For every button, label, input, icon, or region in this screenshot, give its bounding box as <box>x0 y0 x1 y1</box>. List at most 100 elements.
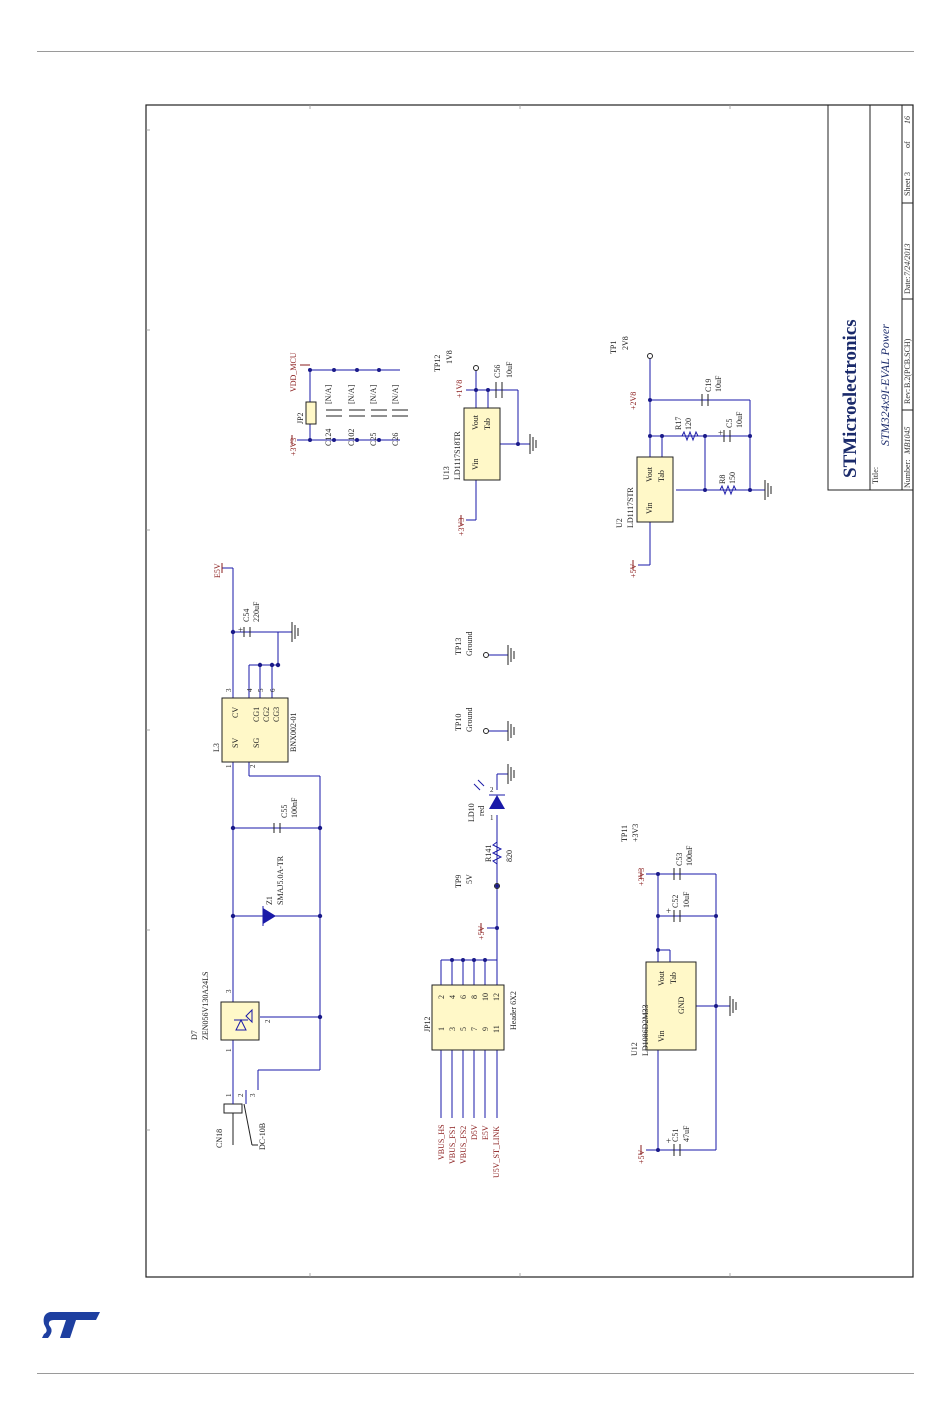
jp12-ref: JP12 <box>423 1016 432 1032</box>
c54-value: 220uF <box>252 601 261 622</box>
l3-pinnum-4: 4 <box>246 688 254 692</box>
jp12-pin-11: 11 <box>492 1025 501 1033</box>
sheet-total: 16 <box>903 116 912 124</box>
l3-ref: L3 <box>212 743 221 752</box>
c54-ref: C54 <box>242 609 251 622</box>
rev-label: Rev: <box>903 389 912 404</box>
u12-pin-tab: Tab <box>669 972 678 984</box>
r8-value: 150 <box>728 472 737 484</box>
cn18-pin2: 2 <box>237 1093 245 1097</box>
c51-ref: C51 <box>671 1129 680 1142</box>
l3-pinnum-6: 6 <box>269 688 277 692</box>
l3-pinnum-3: 3 <box>225 688 233 692</box>
l3-pinnum-1: 1 <box>225 764 233 768</box>
svg-text:+: + <box>238 625 243 635</box>
r17-ref: R17 <box>674 417 683 430</box>
signal-u5v-st-link: U5V_ST_LINK <box>492 1126 501 1178</box>
c19-ref: C19 <box>704 379 713 392</box>
c52-value: 10uF <box>682 891 691 908</box>
c53-value: 100nF <box>685 845 694 866</box>
c56-ref: C56 <box>493 365 502 378</box>
date-value: 7/24/2013 <box>903 244 912 276</box>
c124-value: [N/A] <box>324 385 333 404</box>
z1-ref: Z1 <box>265 896 274 905</box>
d7-pin2: 2 <box>264 1019 272 1023</box>
u12-value: LD1086D2M33 <box>641 1004 650 1056</box>
border-ticks <box>146 105 731 1277</box>
u13-junctions <box>474 388 520 446</box>
net-p3v3-vdd: +3V3 <box>289 435 298 456</box>
filter-l3: SV SG CV CG1 CG2 CG3 1 2 3 4 5 6 L3 BNX0… <box>212 688 298 768</box>
u2-pin-tab: Tab <box>657 470 666 482</box>
c56-value: 10uF <box>505 361 514 378</box>
jp12-pin-8: 8 <box>470 995 479 999</box>
svg-text:+: + <box>666 1136 671 1146</box>
svg-text:+3V3: +3V3 <box>457 518 466 536</box>
l3-pin-cg3: CG3 <box>272 707 281 722</box>
l3-pinnum-5: 5 <box>257 688 265 692</box>
net-p3v3-u13: +3V3 <box>457 515 466 536</box>
date-label: Date: <box>903 277 912 294</box>
l3-pin-cg2: CG2 <box>262 707 271 722</box>
c26-value: [N/A] <box>391 385 400 404</box>
l3-pin-sg: SG <box>252 738 261 748</box>
capacitor-c51: + C51 47uF <box>666 1125 691 1156</box>
st-logo <box>42 1312 100 1338</box>
number-label: Number: <box>903 460 912 488</box>
led-wires <box>440 773 508 1118</box>
led-ld10: 1 2 LD10 red <box>467 779 505 822</box>
resistor-r141: R141 820 <box>484 841 514 865</box>
ld10-value: red <box>477 806 486 816</box>
sheet-value: 3 <box>903 172 912 176</box>
ld10-ref: LD10 <box>467 803 476 822</box>
sheet-label: Sheet <box>903 177 912 196</box>
d7-value: ZEN056V130A24LS <box>201 972 210 1040</box>
company-name: STMicroelectronics <box>840 319 861 478</box>
u13-pin-tab: Tab <box>483 418 492 430</box>
jp12-pin-7: 7 <box>470 1027 479 1031</box>
tp13-point: TP13 Ground <box>454 632 515 665</box>
capacitor-c5: + C5 10uF <box>718 411 744 442</box>
d7-pin1: 1 <box>225 1048 233 1052</box>
u2-ref: U2 <box>615 518 624 528</box>
capacitor-c52: + C52 10uF <box>666 891 691 922</box>
svg-text:+2V8: +2V8 <box>629 392 638 410</box>
tp12-ref: TP12 <box>433 355 442 372</box>
vdd-junctions <box>308 368 381 442</box>
jp12-pin-1: 1 <box>437 1027 446 1031</box>
of-label: of <box>903 141 912 148</box>
r17-value: 120 <box>684 418 693 430</box>
svg-text:+1V8: +1V8 <box>455 380 464 398</box>
c53-ref: C53 <box>675 853 684 866</box>
tp12-point: TP12 1V8 <box>433 350 479 372</box>
jp12-value: Header 6X2 <box>509 991 518 1030</box>
net-p2v8: +2V8 <box>629 392 638 410</box>
tp1-ref: TP1 <box>609 341 618 354</box>
u2-pin-vout: Vout <box>645 466 654 482</box>
jp12-pin-6: 6 <box>459 995 468 999</box>
dc-jack-cn18: 1 2 3 CN18 DC-10B <box>215 1090 267 1150</box>
u12-pin-vout: Vout <box>657 970 666 986</box>
c19-value: 10uF <box>714 375 723 392</box>
u12-junctions <box>656 872 718 1152</box>
tp10-point: TP10 Ground <box>454 708 515 741</box>
c102-ref: C102 <box>347 429 356 446</box>
l3-pin-sv: SV <box>231 738 240 748</box>
cn18-pin1: 1 <box>225 1093 233 1097</box>
r141-ref: R141 <box>484 845 493 862</box>
c5-ref: C5 <box>725 419 734 428</box>
l3-pin-cg1: CG1 <box>252 707 261 722</box>
tp9-point: TP9 5V <box>454 874 500 889</box>
l3-pin-cv: CV <box>231 707 240 718</box>
svg-text:E5V: E5V <box>213 563 222 578</box>
r8-ref: R8 <box>718 475 727 484</box>
jp12-pin-5: 5 <box>459 1027 468 1031</box>
jp12-pin-9: 9 <box>481 1027 490 1031</box>
na-caps <box>326 409 408 417</box>
jumper-jp2: JP2 <box>296 401 317 425</box>
capacitor-c56: C56 10uF <box>493 361 514 398</box>
ground-icon <box>529 434 537 454</box>
jp2-ref: JP2 <box>296 412 305 424</box>
u12-ref: U12 <box>630 1042 639 1056</box>
c124-ref: C124 <box>324 429 333 446</box>
